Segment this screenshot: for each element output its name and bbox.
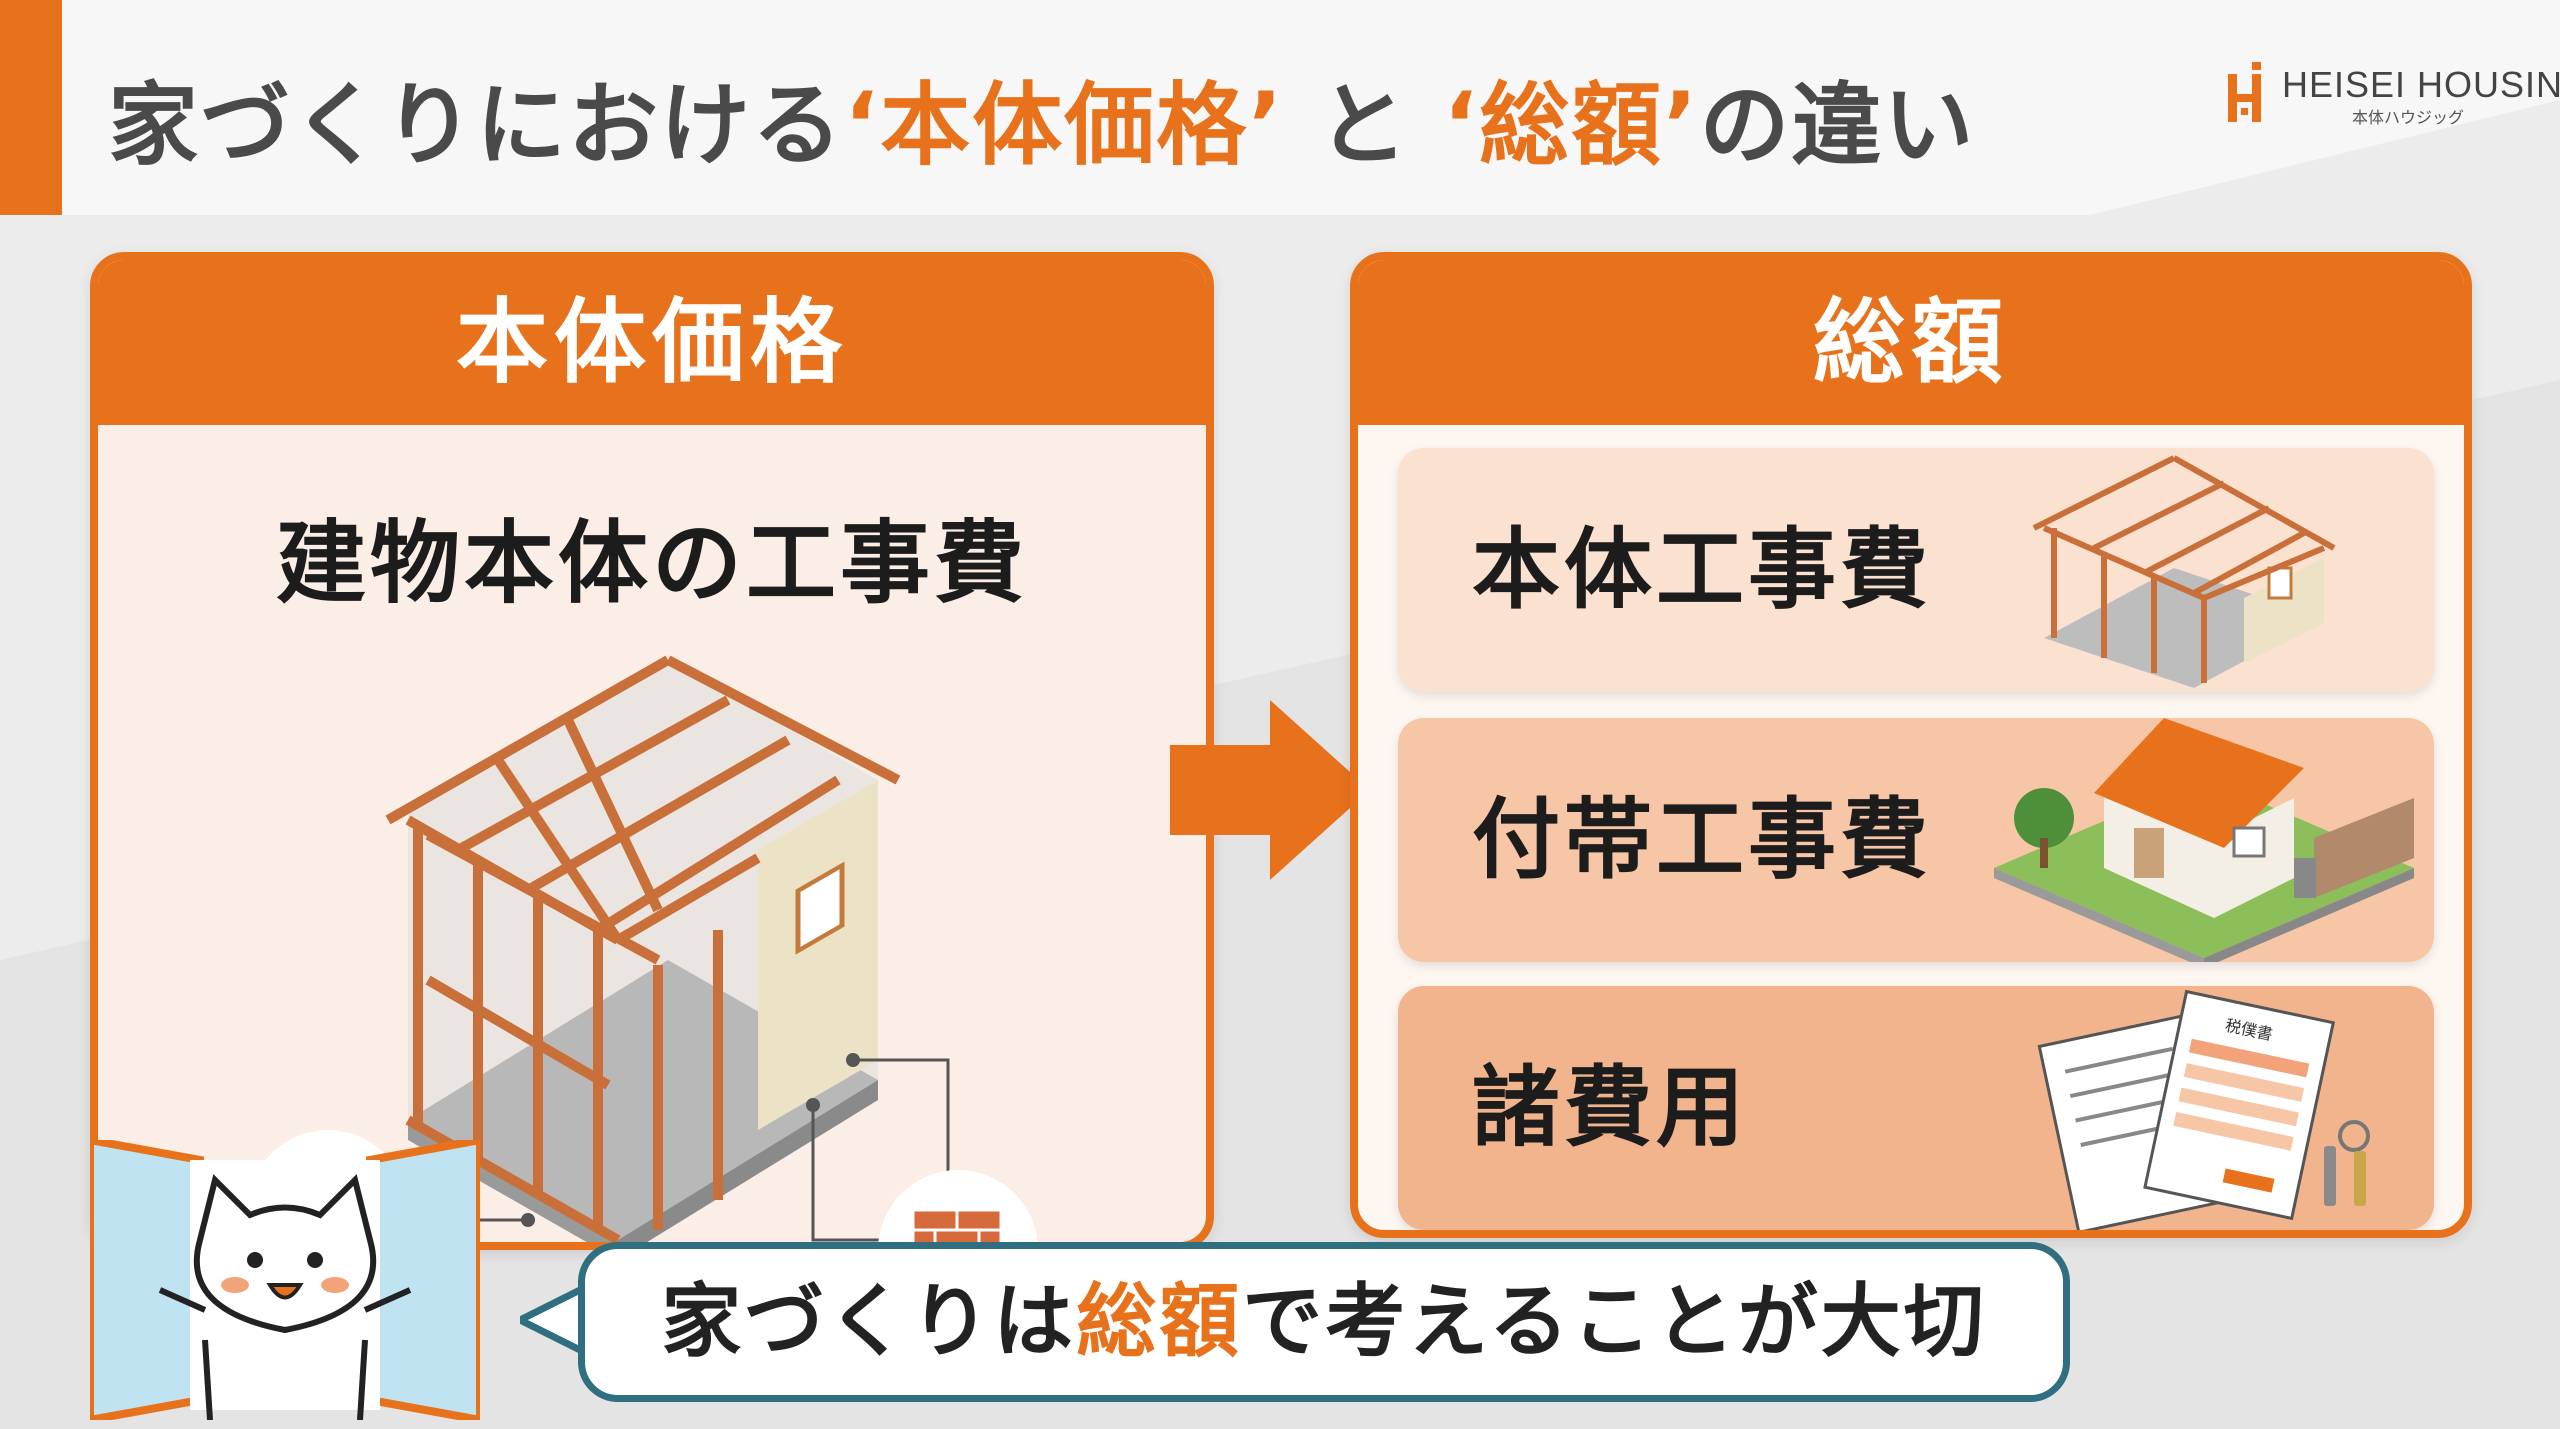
base-price-description: 建物本体の工事費 (276, 511, 1028, 616)
speech-part1: 家づくりは (661, 1275, 1077, 1368)
right-arrow-icon (1170, 700, 1370, 880)
base-price-panel: 本体価格 建物本体の工事費 (90, 252, 1214, 1250)
house-frame-icon (2032, 455, 2336, 688)
cost-item-ancillary-construction: 付帯工事費 (1398, 718, 2434, 962)
title-highlight-base-price: ‘本体価格’ (844, 73, 1285, 178)
speech-highlight-total: 総額 (1076, 1275, 1243, 1368)
cost-item-main-construction: 本体工事費 (1398, 448, 2434, 692)
house-with-yard-icon (1994, 718, 2414, 962)
title-part2: と (1317, 73, 1410, 178)
base-price-heading: 本体価格 (98, 260, 1206, 425)
total-cost-panel: 総額 本体工事費 付帯工事費 (1350, 252, 2472, 1238)
page-title: 家づくりにおける‘本体価格’ と ‘総額’の違い (108, 52, 1975, 182)
title-accent-bar (0, 0, 62, 215)
cost-item-label: 諸費用 (1472, 1056, 1749, 1159)
title-bar-background (0, 0, 2560, 215)
cost-item-label: 本体工事費 (1472, 518, 1933, 621)
documents-and-keys-icon: 税僕書 (2037, 989, 2370, 1230)
title-part1: 家づくりにおける (108, 73, 844, 178)
total-cost-heading: 総額 (1358, 260, 2464, 425)
title-part3: の違い (1699, 73, 1976, 178)
house-logo-icon (2228, 62, 2261, 122)
speech-bubble: 家づくりは総額で考えることが大切 (578, 1242, 2070, 1402)
logo-text: HEISEI HOUSING (2282, 64, 2560, 105)
speech-text: 家づくりは総額で考えることが大切 (585, 1249, 2063, 1395)
cost-item-label: 付帯工事費 (1472, 788, 1933, 891)
logo-subtext: 本体ハウジッグ (2352, 108, 2465, 127)
company-logo: HEISEI HOUSING 本体ハウジッグ (2222, 56, 2560, 136)
cat-mascot-illustration (90, 1140, 480, 1420)
speech-part2: で考えることが大切 (1242, 1275, 1987, 1368)
cost-item-miscellaneous: 諸費用 税僕書 (1398, 986, 2434, 1230)
title-highlight-total: ‘総額’ (1443, 73, 1700, 178)
